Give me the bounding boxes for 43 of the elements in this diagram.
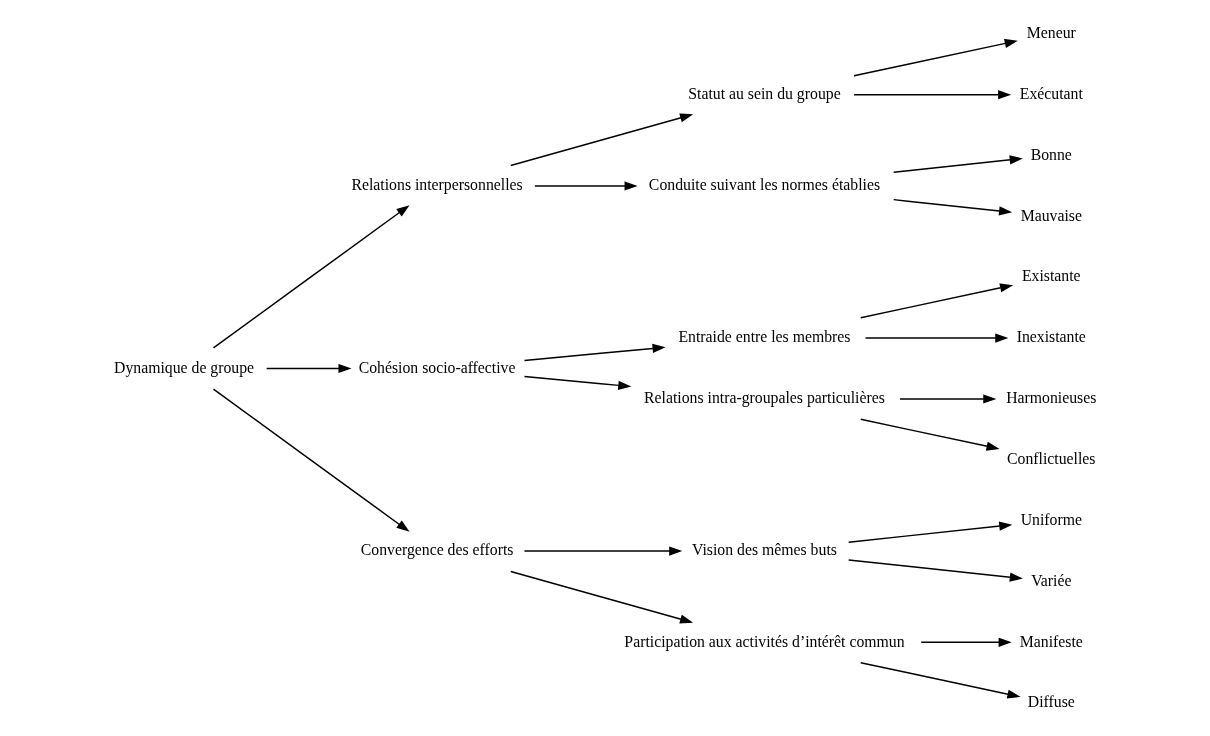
arrow <box>853 89 1012 99</box>
arrow <box>893 198 1013 215</box>
arrow <box>523 546 683 556</box>
node-text: Conduite suivant les normes établies <box>648 175 881 193</box>
node-text: Harmonieuses <box>1006 388 1097 406</box>
node-text: Cohésion socio-affective <box>358 358 516 376</box>
arrow <box>847 521 1013 543</box>
node-text: Meneur <box>1026 23 1076 41</box>
arrow <box>212 387 410 532</box>
arrow <box>847 558 1023 582</box>
arrow <box>893 154 1023 173</box>
arrow <box>265 363 352 373</box>
node-text: Entraide entre les membres <box>678 327 851 345</box>
arrow <box>510 570 694 623</box>
arrow <box>860 282 1014 318</box>
node-text: Uniforme <box>1020 510 1082 528</box>
node-text: Conflictuelles <box>1007 449 1096 467</box>
node-text: Relations interpersonnelles <box>351 175 523 193</box>
arrow <box>510 113 694 166</box>
node-text: Statut au sein du groupe <box>688 84 841 102</box>
arrow <box>864 333 1009 343</box>
node-text: Mauvaise <box>1020 206 1082 224</box>
arrow <box>534 180 638 190</box>
node-text: Dynamique de groupe <box>114 358 255 376</box>
node-text: Exécutant <box>1019 84 1083 102</box>
node-text: Vision des mêmes buts <box>692 540 837 558</box>
arrow <box>523 375 632 390</box>
arrow <box>920 637 1012 647</box>
node-text: Convergence des efforts <box>360 540 514 558</box>
arrow <box>860 418 1000 451</box>
node-text: Participation aux activités d’intérêt commun <box>624 632 905 650</box>
node-text: Relations intra-groupales particulières <box>644 388 885 406</box>
node-text: Bonne <box>1030 145 1072 163</box>
arrow <box>853 38 1018 76</box>
arrow <box>899 393 997 403</box>
node-text: Existante <box>1021 266 1081 284</box>
arrow <box>523 343 666 361</box>
arrow <box>860 661 1021 699</box>
node-text: Inexistante <box>1016 327 1086 345</box>
node-text: Diffuse <box>1027 692 1075 710</box>
node-text: Manifeste <box>1019 632 1083 650</box>
arrow <box>212 204 410 349</box>
node-text: Variée <box>1031 571 1072 589</box>
